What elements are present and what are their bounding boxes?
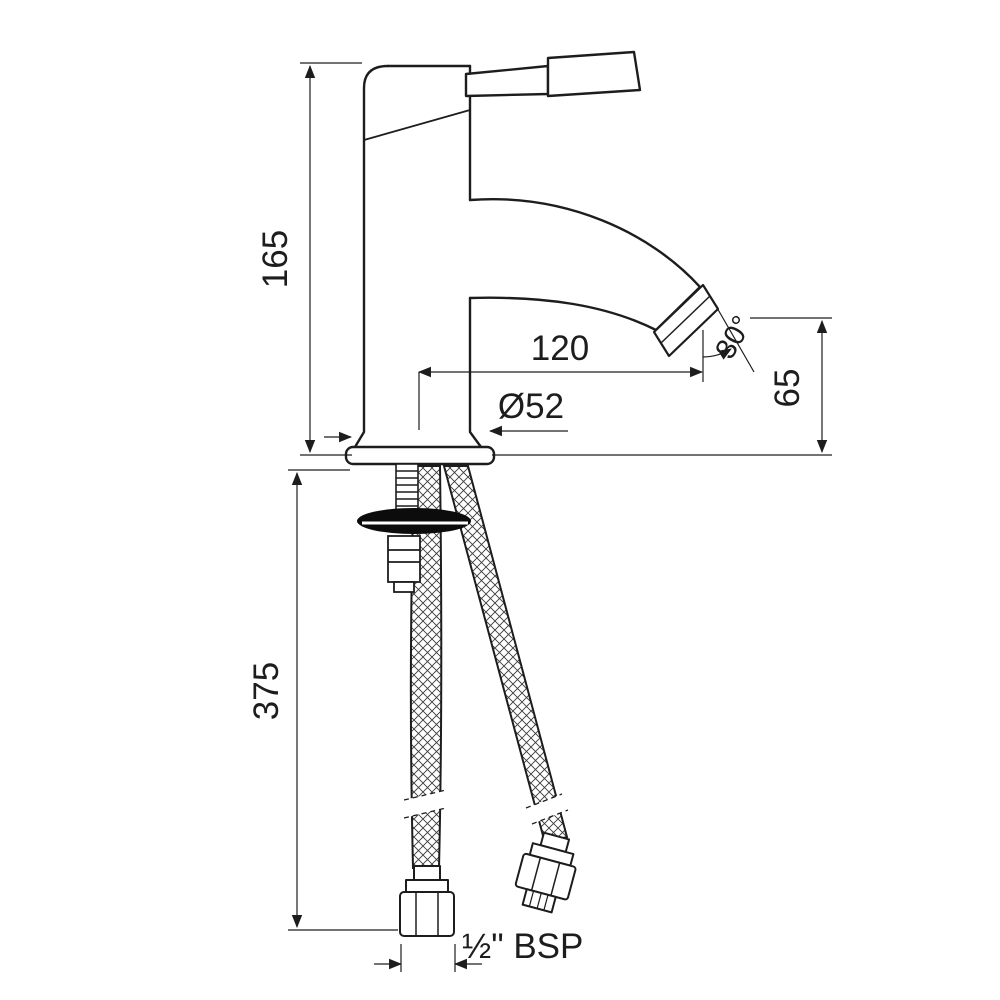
dim-base-dia-52 (324, 425, 568, 443)
rubber-washer (357, 508, 471, 534)
dim-angle-label: 30° (709, 311, 759, 365)
dim-hose-375 (288, 469, 398, 931)
dim-outlet-65 (492, 317, 832, 456)
faucet-body (353, 64, 483, 449)
dim-angle-30 (702, 305, 755, 382)
lever-grip (546, 50, 642, 98)
mounting-nut (387, 535, 421, 593)
dim-hose-length-label: 375 (247, 662, 286, 720)
hose-nut-left (399, 865, 455, 937)
dim-height-165 (300, 62, 362, 456)
lever-arm (464, 64, 550, 98)
dim-reach-label: 120 (531, 329, 589, 368)
supply-hose-right (442, 465, 569, 845)
handle-lever (464, 50, 642, 98)
mounting-shank (395, 463, 419, 511)
dim-base-diameter-label: Ø52 (498, 387, 564, 426)
base-plate (344, 445, 496, 466)
dim-height-label: 165 (256, 230, 295, 288)
hose-nut-right (514, 831, 577, 914)
hose-break-right (526, 794, 568, 824)
dim-reach-120 (417, 366, 704, 430)
spout (468, 198, 702, 332)
hose-break-left (404, 790, 446, 818)
dim-thread-label: ½" BSP (462, 927, 583, 966)
dimension-lines (288, 62, 832, 972)
aerator (652, 283, 720, 358)
dim-thread-bsp (374, 944, 482, 972)
dim-outlet-height-label: 65 (768, 369, 807, 408)
